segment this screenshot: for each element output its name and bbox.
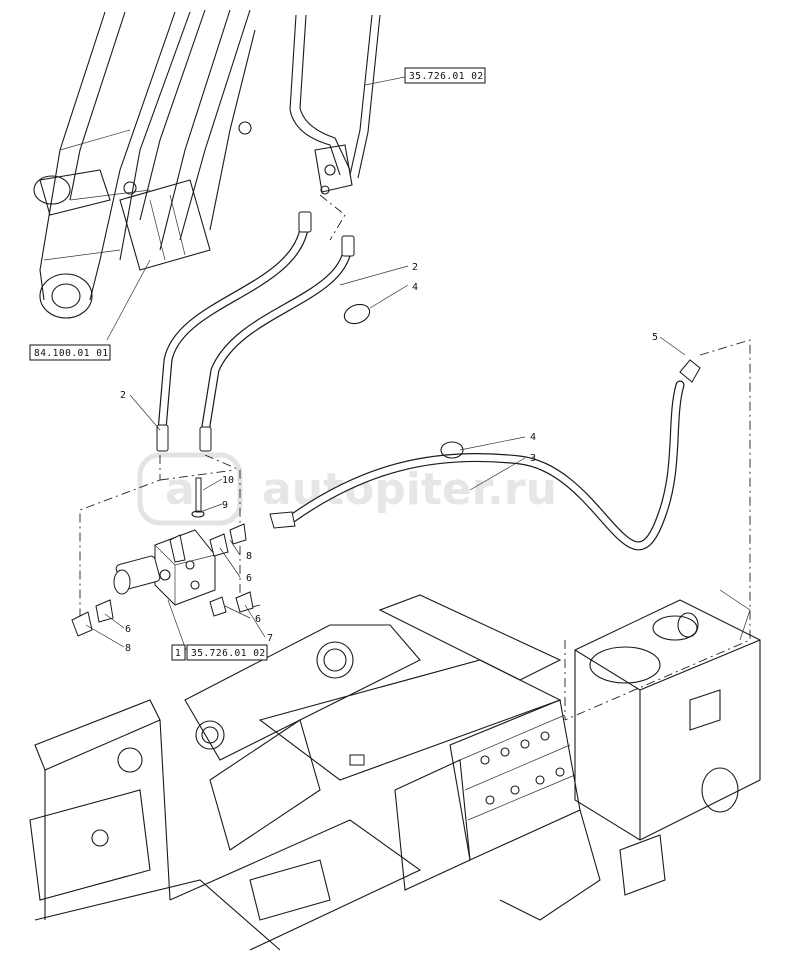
callout-10: 10: [222, 475, 234, 486]
callout-8-right: 8: [246, 551, 252, 562]
callout-9: 9: [222, 500, 228, 511]
hydraulic-tank: [574, 589, 761, 896]
hose-2-right: [199, 235, 355, 452]
callout-6-right: 6: [246, 573, 252, 584]
boom-pipe-right: [289, 14, 381, 195]
callout-7: 7: [267, 633, 273, 644]
elbow-fitting-5: [679, 359, 701, 383]
callout-8-left: 8: [125, 643, 131, 654]
callout-2-lower: 2: [120, 390, 126, 401]
boom-arm: [33, 9, 256, 319]
o-ring-4-lower: [440, 441, 464, 459]
callout-5: 5: [652, 332, 658, 343]
hose-3-long: [269, 380, 685, 551]
callout-4-lower: 4: [530, 432, 536, 443]
callout-6-bottom: 6: [255, 614, 261, 625]
ref-code-top: 35.726.01 02: [409, 71, 484, 82]
callout-leaders: [85, 76, 686, 651]
callout-3: 3: [530, 453, 536, 464]
watermark-logo: a: [165, 464, 195, 515]
callout-labels: 2 4 5 2 4 3 10 9 8 6 6 7 6 8: [120, 262, 658, 654]
valve-block: [71, 477, 254, 637]
callout-2-upper: 2: [412, 262, 418, 273]
callout-4-upper: 4: [412, 282, 418, 293]
hose-2-left: [156, 211, 312, 452]
ref-code-bottom: 35.726.01 02: [191, 648, 266, 659]
machine-chassis: [29, 594, 601, 951]
ref-box-bottom: 1 35.726.01 02: [171, 644, 268, 661]
callout-6-left: 6: [125, 624, 131, 635]
ref-box-left: 84.100.01 01: [29, 344, 111, 361]
o-ring-4-upper: [343, 303, 371, 325]
ref-prefix-bottom: 1: [175, 648, 181, 659]
ref-code-left: 84.100.01 01: [34, 348, 109, 359]
ref-box-top: 35.726.01 02: [404, 67, 486, 84]
